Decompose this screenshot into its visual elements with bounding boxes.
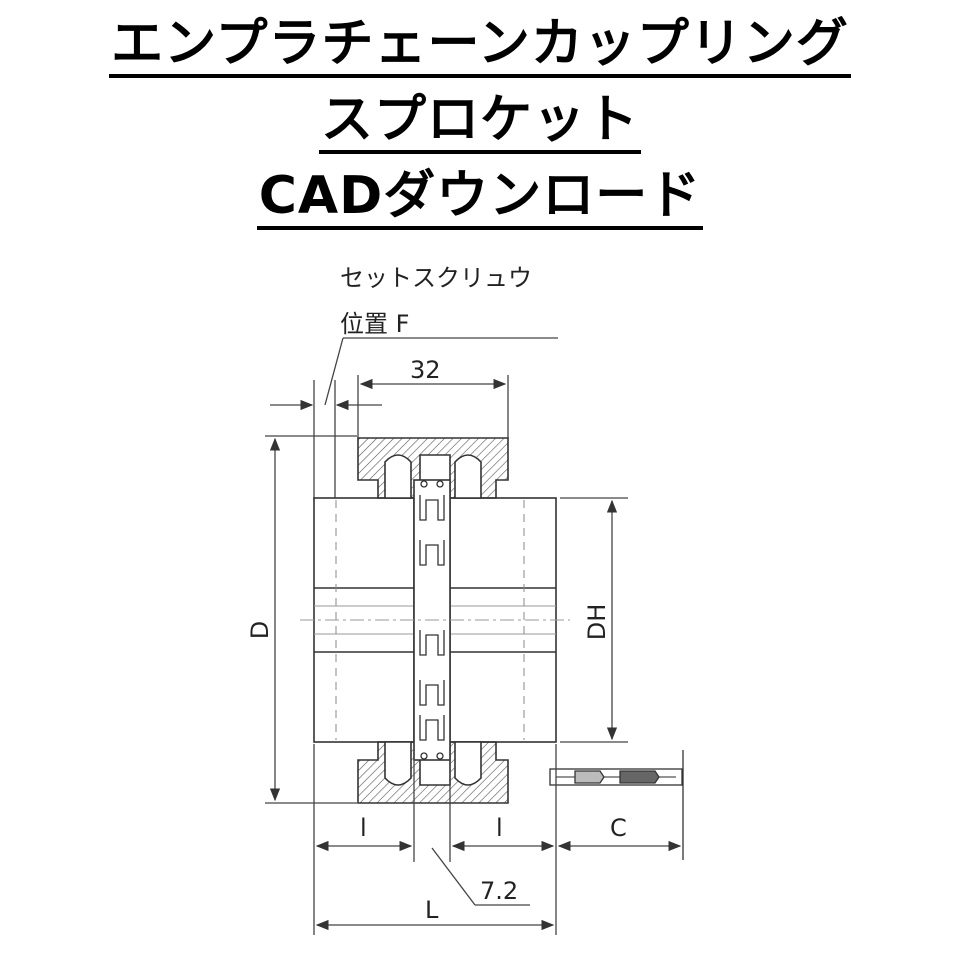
dim-d (265, 435, 357, 804)
title-line-3: CADダウンロード (256, 166, 704, 230)
set-screw-label: セットスクリュウ (340, 264, 532, 292)
dim-32-label: 32 (410, 356, 441, 384)
dim-dh (560, 497, 628, 743)
set-screw-leader (324, 337, 558, 406)
dim-f (270, 380, 382, 500)
title-line-1: エンプラチェーンカップリング (109, 14, 851, 78)
title-block: エンプラチェーンカップリング スプロケット CADダウンロード (0, 14, 960, 242)
dim-c-label: C (610, 814, 627, 842)
dim-d-label: D (246, 621, 274, 639)
set-screw (549, 750, 684, 860)
dim-bottom (313, 744, 682, 935)
dim-length-label: L (425, 896, 439, 924)
dim-l-left-label: l (360, 814, 367, 842)
position-f-label: 位置 F (340, 310, 409, 338)
dim-32 (357, 375, 509, 438)
dim-gap-label: 7.2 (480, 877, 518, 905)
dim-dh-label: DH (583, 604, 611, 641)
dim-l-right-label: l (496, 814, 503, 842)
chain-links (419, 480, 445, 760)
title-line-2: スプロケット (318, 90, 641, 154)
